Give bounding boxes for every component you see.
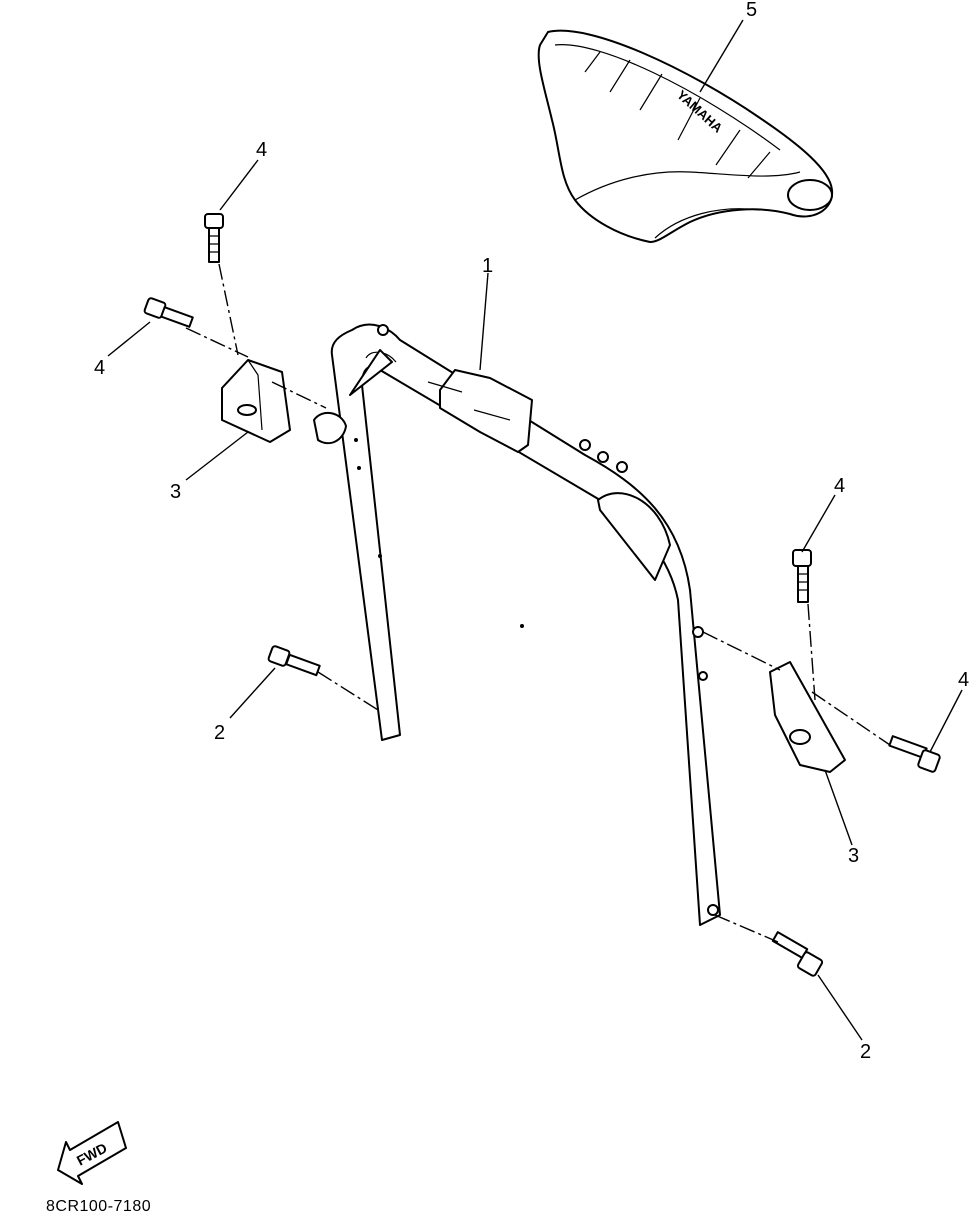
callout-5: 5 [746,0,757,21]
bolt-4-right [888,735,941,773]
leader-lines [107,19,963,1041]
callout-numbers: 5 4 4 1 3 4 4 2 3 2 [94,0,969,1063]
bolt-4-right-top [792,549,812,603]
bolt-2-right [771,931,824,977]
callout-2-left: 2 [214,722,225,744]
callout-2-right: 2 [860,1041,871,1063]
bolt-2-left [267,645,321,677]
callout-3-right: 3 [848,845,859,867]
mounting-bracket-left [221,359,347,445]
callout-4-right: 4 [958,669,969,691]
handlebar-pad: YAMAHA [537,29,834,243]
callout-3-left: 3 [170,481,181,503]
handle-pole [330,323,721,926]
mounting-bracket-right [769,661,846,773]
assembly-lines [185,263,891,943]
callout-4-top-left: 4 [256,139,267,161]
fwd-arrow-icon: FWD [57,1121,127,1185]
diagram-code: 8CR100-7180 [46,1198,152,1215]
callout-4-left: 4 [94,357,105,379]
bolt-4-left [143,297,194,328]
bolt-4-top-left [204,213,224,263]
callout-1: 1 [482,255,493,277]
callout-4-right-top: 4 [834,475,845,497]
